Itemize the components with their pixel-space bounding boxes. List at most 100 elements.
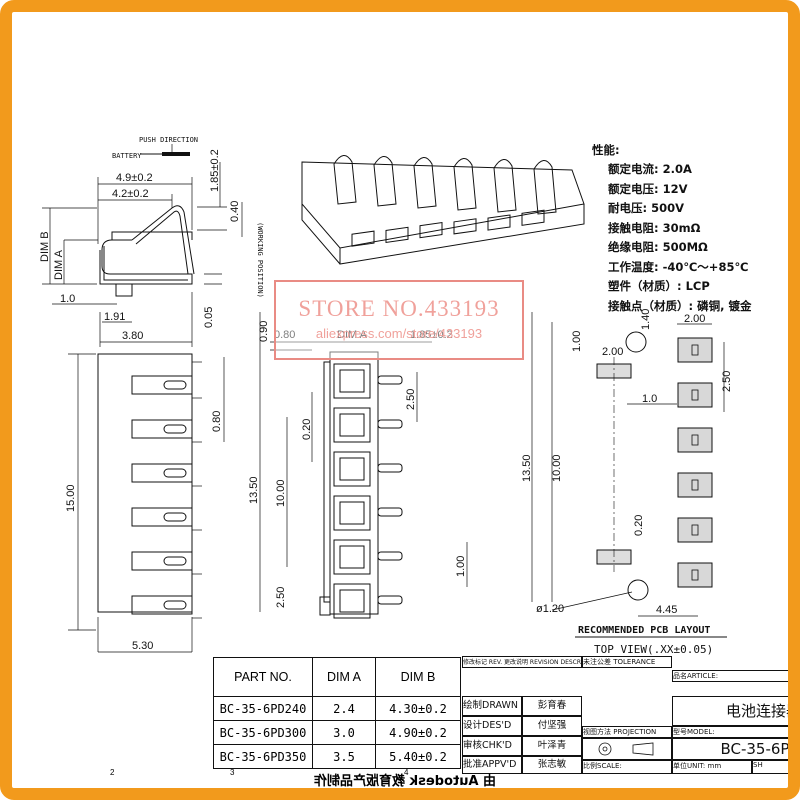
property-item: 额定电流: 2.0A	[608, 162, 692, 176]
svg-text:1.40: 1.40	[640, 309, 652, 330]
table-cell: BC-35-6PD350	[213, 744, 313, 769]
table-cell: BC-35-6PD240	[213, 696, 313, 721]
col-header: DIM B	[375, 657, 461, 697]
svg-text:13.50: 13.50	[248, 476, 260, 504]
pcb-layout-caption: RECOMMENDED PCB LAYOUT	[578, 625, 710, 636]
pcb-hole-bottom	[627, 579, 649, 601]
svg-text:0.20: 0.20	[633, 515, 645, 536]
front-pin	[131, 595, 193, 615]
iso-contacts	[333, 155, 557, 215]
front-pin	[131, 419, 193, 439]
side-body	[99, 239, 193, 285]
top-window	[333, 583, 371, 619]
svg-text:1.00: 1.00	[571, 331, 583, 352]
svg-text:ø1.20: ø1.20	[536, 603, 564, 615]
svg-text:DIM B: DIM B	[39, 231, 51, 262]
svg-text:DIM A: DIM A	[53, 249, 65, 280]
svg-text:5.30: 5.30	[132, 640, 153, 652]
pcb-pad	[677, 427, 713, 453]
property-item: 接触点（材质）: 磷铜, 镀金	[608, 298, 752, 313]
svg-text:3.80: 3.80	[122, 330, 143, 342]
pcb-pad	[677, 562, 713, 588]
svg-text:10.00: 10.00	[275, 479, 287, 507]
top-window	[333, 363, 371, 399]
battery-icon	[162, 152, 190, 156]
side-view: PUSH DIRECTION BATTERY 4.9±0.2 4.2±0.2 1…	[39, 136, 264, 347]
properties-list: 性能: 额定电流: 2.0A 额定电压: 12V 耐电压: 500V 接触电阻:…	[592, 142, 788, 316]
tolerance-header: 未注公差 TOLERANCE	[582, 656, 672, 668]
parts-table: PART NO. DIM A DIM B BC-35-6PD240 2.4 4.…	[213, 657, 461, 769]
table-row: BC-35-6PD300 3.0 4.90±0.2	[213, 720, 461, 745]
front-body	[97, 353, 193, 613]
svg-text:2.00: 2.00	[602, 346, 623, 358]
top-window	[333, 407, 371, 443]
watermark-url: aliexpress.com/store/433193	[315, 326, 483, 341]
mirrored-watermark: 由 Autodesk 教育版产品制作	[314, 774, 497, 789]
svg-text:1.0: 1.0	[60, 293, 75, 305]
pcb-layout: 13.50 10.00 1.00 2.00 1.40 2.00 2.50 1.0…	[521, 309, 733, 638]
table-cell: 5.40±0.2	[375, 744, 461, 769]
table-row: BC-35-6PD350 3.5 5.40±0.2	[213, 744, 461, 769]
battery-label: BATTERY	[112, 152, 142, 160]
isometric-view	[301, 155, 585, 265]
svg-text:10.00: 10.00	[551, 454, 563, 482]
col-header: PART NO.	[213, 657, 313, 697]
model-name: BC-35-6PD	[672, 738, 788, 760]
top-body	[329, 351, 379, 615]
svg-text:0.40: 0.40	[229, 201, 241, 222]
technical-drawing: PUSH DIRECTION BATTERY 4.9±0.2 4.2±0.2 1…	[39, 136, 733, 656]
svg-text:DIM A: DIM A	[337, 329, 368, 341]
table-cell: 3.0	[312, 720, 376, 745]
pcb-pad	[677, 517, 713, 543]
svg-text:2.50: 2.50	[275, 587, 287, 608]
front-pin	[131, 551, 193, 571]
iso-windows	[351, 209, 545, 247]
svg-text:1.85±0.2: 1.85±0.2	[209, 149, 221, 192]
svg-text:2.50: 2.50	[405, 389, 417, 410]
table-cell: BC-35-6PD300	[213, 720, 313, 745]
top-window	[333, 539, 371, 575]
property-item: 耐电压: 500V	[608, 201, 685, 215]
front-pins	[131, 375, 202, 619]
push-direction-label: PUSH DIRECTION	[139, 136, 198, 144]
property-item: 绝缘电阻: 500MΩ	[608, 240, 708, 254]
top-view-caption: TOP VIEW(.XX±0.05)	[594, 643, 713, 656]
properties-heading: 性能:	[592, 143, 620, 157]
svg-text:15.00: 15.00	[65, 484, 77, 512]
revision-header: 修改标记 REV. 更改说明 REVISION DESCRIPTION 日期 D…	[462, 656, 582, 668]
table-cell: 3.5	[312, 744, 376, 769]
property-item: 塑件（材质）: LCP	[608, 279, 710, 293]
pcb-pad	[677, 337, 713, 363]
svg-text:4.2±0.2: 4.2±0.2	[112, 188, 149, 200]
table-cell: 2.4	[312, 696, 376, 721]
svg-text:1.85±0.2: 1.85±0.2	[410, 329, 453, 341]
svg-text:(WORKING POSITION): (WORKING POSITION)	[256, 222, 264, 298]
svg-text:1.0: 1.0	[642, 393, 657, 405]
top-view: 0.80 DIM A 1.85±0.2 0.90 13.50 10.00 0.2…	[248, 312, 713, 656]
property-item: 工作温度: -40℃～+85℃	[608, 259, 749, 274]
front-pin	[131, 507, 193, 527]
pcb-pads	[677, 337, 713, 588]
property-item: 额定电压: 12V	[608, 181, 688, 196]
title-block: 修改标记 REV. 更改说明 REVISION DESCRIPTION 日期 D…	[462, 656, 788, 776]
svg-text:2.00: 2.00	[684, 313, 705, 325]
front-pin	[131, 463, 193, 483]
pcb-hole-top	[625, 331, 647, 353]
top-window	[333, 495, 371, 531]
svg-text:2.50: 2.50	[721, 371, 733, 392]
article-name: 电池连接器	[672, 696, 788, 726]
table-cell: 4.90±0.2	[375, 720, 461, 745]
top-windows	[333, 363, 403, 619]
svg-text:4.45: 4.45	[656, 604, 677, 616]
property-item: 接触电阻: 30mΩ	[608, 220, 701, 235]
svg-text:0.90: 0.90	[258, 321, 270, 342]
table-row: BC-35-6PD240 2.4 4.30±0.2	[213, 696, 461, 721]
front-view: 15.00 5.30 0.80	[65, 353, 225, 653]
svg-text:0.20: 0.20	[301, 419, 313, 440]
projection-symbol	[582, 738, 672, 760]
table-header-row: PART NO. DIM A DIM B	[213, 657, 461, 697]
svg-text:13.50: 13.50	[521, 454, 533, 482]
bottom-strip: 2 3 4 由 Autodesk 教育版产品制作	[110, 768, 497, 789]
col-header: DIM A	[312, 657, 376, 697]
